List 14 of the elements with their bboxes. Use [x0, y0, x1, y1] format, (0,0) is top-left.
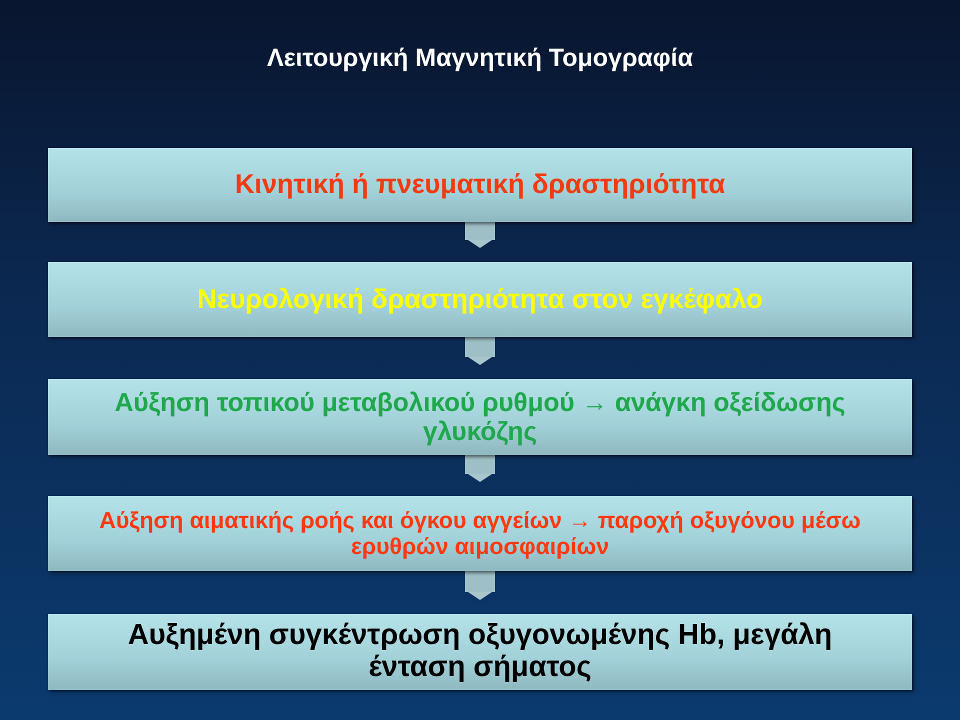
process-box [48, 148, 912, 222]
slide-title: Λειτουργική Μαγνητική Τομογραφία [266, 44, 694, 73]
process-box [48, 262, 912, 337]
box-text: Αύξηση αιματικής ροής και όγκου αγγείων → παροχή οξυγόνου μέσω ερυθρών αιμοσφαιρίων [98, 508, 862, 559]
process-box [48, 379, 912, 455]
block-arrow [465, 455, 495, 482]
box-text: Κινητική ή πνευματική δραστηριότητα [234, 170, 726, 200]
box-text: Αύξηση τοπικού μεταβολικού ρυθμού → ανάγκη οξείδωσης γλυκόζης [114, 388, 846, 446]
process-box [48, 496, 912, 571]
block-arrow [465, 337, 495, 365]
process-box [48, 614, 912, 690]
block-arrow [465, 222, 495, 248]
box-text: Αυξημένη συγκέντρωση οξυγονωμένης Hb, μεγάλη ένταση σήματος [126, 620, 834, 684]
box-text: Νευρολογική δραστηριότητα στον εγκέφαλο [197, 284, 763, 314]
